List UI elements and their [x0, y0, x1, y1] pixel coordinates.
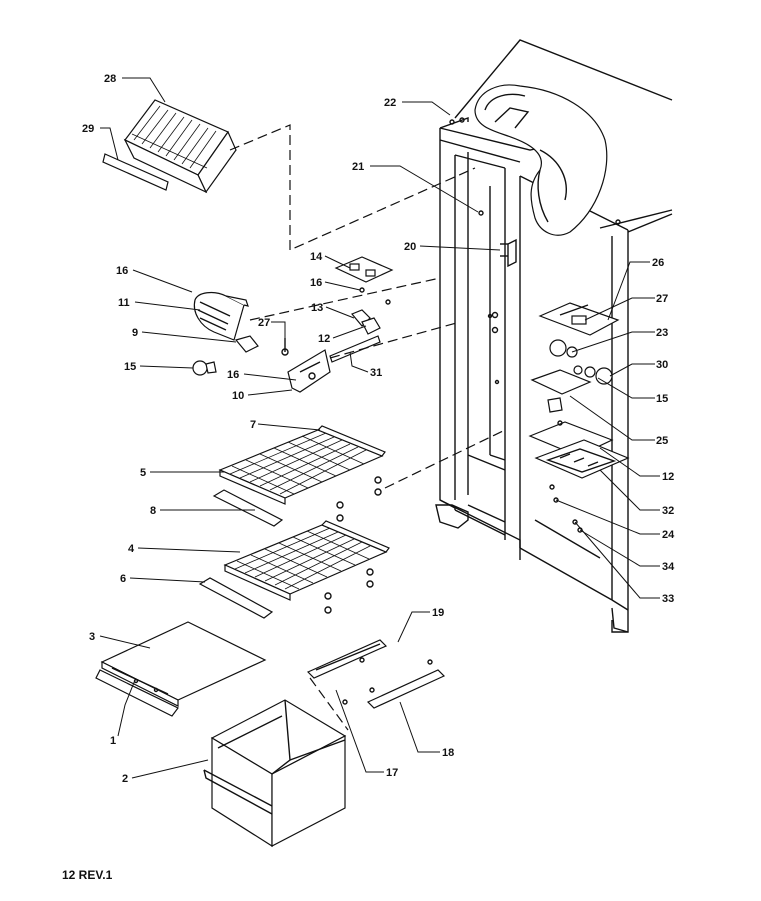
shelf-cover-group	[102, 99, 476, 251]
label-24: 24	[662, 529, 675, 541]
label-17: 17	[386, 767, 398, 779]
label-28: 28	[104, 73, 116, 85]
label-9: 9	[132, 327, 138, 339]
label-16-lower: 16	[227, 369, 239, 381]
label-34: 34	[662, 561, 675, 573]
revision-label: 12 REV.1	[62, 868, 113, 882]
label-8: 8	[150, 505, 156, 517]
label-25: 25	[656, 435, 668, 447]
label-12-left: 12	[318, 333, 330, 345]
slide-rails	[306, 639, 446, 731]
label-2: 2	[122, 773, 128, 785]
label-31: 31	[370, 367, 382, 379]
label-7: 7	[250, 419, 256, 431]
label-20: 20	[404, 241, 416, 253]
part-labels: 28 29 22 21 20 26 27 23 30 15 25 12 32 2…	[82, 73, 675, 785]
shelves	[198, 425, 506, 619]
crisper-drawer	[203, 699, 347, 848]
label-10: 10	[232, 390, 244, 402]
label-16-upper: 16	[310, 277, 322, 289]
light-assembly-left	[192, 256, 461, 393]
label-6: 6	[120, 573, 126, 585]
cabinet-outline	[435, 39, 673, 633]
label-26: 26	[652, 257, 664, 269]
light-assembly-right	[528, 302, 630, 533]
label-15-right: 15	[656, 393, 668, 405]
label-33: 33	[662, 593, 674, 605]
label-5: 5	[140, 467, 146, 479]
label-30: 30	[656, 359, 668, 371]
label-21: 21	[352, 161, 364, 173]
label-13: 13	[311, 302, 323, 314]
label-27-right: 27	[656, 293, 668, 305]
label-12-right: 12	[662, 471, 674, 483]
label-19: 19	[432, 607, 444, 619]
label-32: 32	[662, 505, 674, 517]
label-3: 3	[89, 631, 95, 643]
label-11: 11	[118, 297, 130, 309]
label-14: 14	[310, 251, 323, 263]
drawer-cover-group	[95, 621, 267, 717]
label-29: 29	[82, 123, 94, 135]
label-1: 1	[110, 735, 116, 747]
label-27-left: 27	[258, 317, 270, 329]
label-23: 23	[656, 327, 668, 339]
label-4: 4	[128, 543, 135, 555]
label-15-left: 15	[124, 361, 136, 373]
leader-lines	[99, 77, 660, 779]
label-18: 18	[442, 747, 454, 759]
label-16-left: 16	[116, 265, 128, 277]
label-22: 22	[384, 97, 396, 109]
